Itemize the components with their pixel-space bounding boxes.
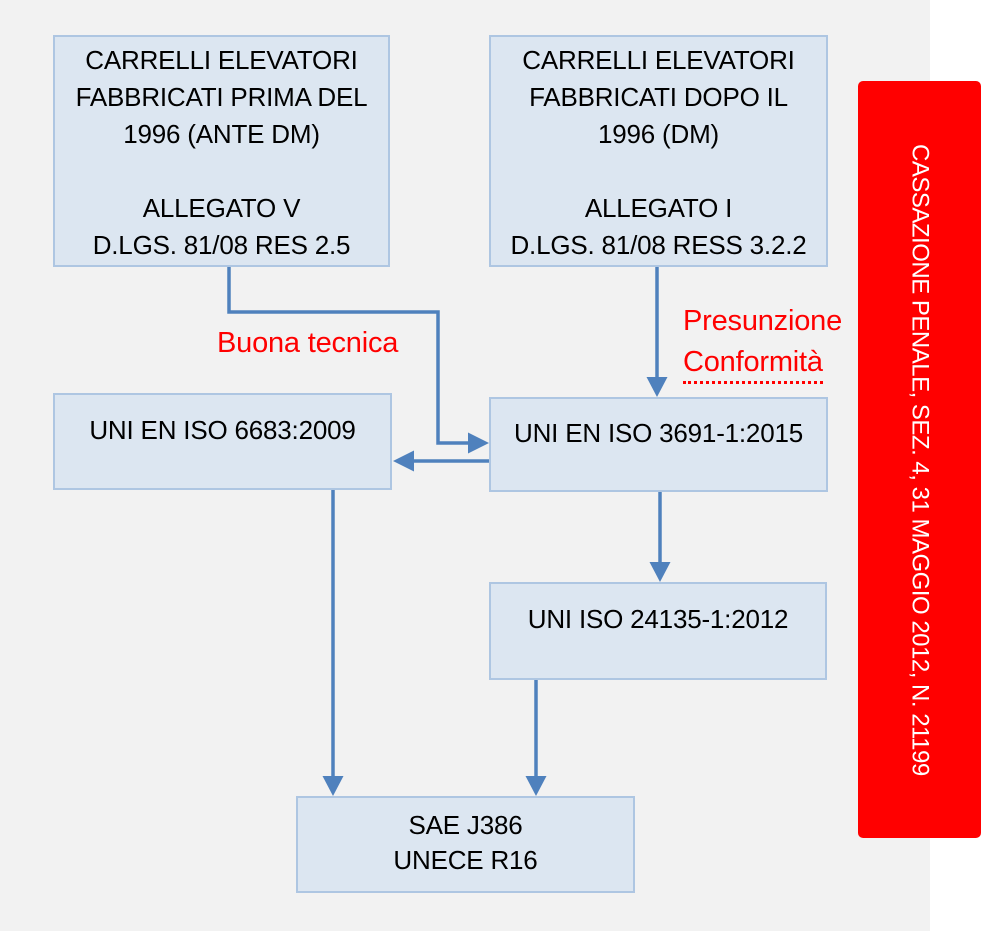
box-line: FABBRICATI PRIMA DEL [75, 82, 368, 112]
box-line: 1996 (ANTE DM) [123, 119, 320, 149]
box-line: UNI EN ISO 6683:2009 [89, 415, 356, 445]
arrowhead-left-into-6683 [393, 450, 414, 472]
box-line: UNI ISO 24135-1:2012 [527, 604, 789, 634]
sidebar-text: CASSAZIONE PENALE, SEZ. 4, 31 MAGGIO 201… [906, 143, 934, 776]
box-line: CARRELLI ELEVATORI [85, 45, 358, 75]
arrowhead-down-into-24135 [649, 562, 671, 582]
box-line: D.LGS. 81/08 RES 2.5 [92, 230, 351, 260]
edge-label-presunzione: Presunzione [683, 305, 843, 337]
box-line: UNECE R16 [393, 845, 538, 875]
arrowhead-right-into-3691 [468, 432, 489, 454]
edge-label-buona-tecnica: Buona tecnica [217, 327, 399, 359]
box-line: ALLEGATO I [584, 193, 733, 223]
box-line: FABBRICATI DOPO IL [529, 82, 788, 112]
arrowhead-down-into-sae-right [525, 776, 547, 796]
box-line: UNI EN ISO 3691-1:2015 [514, 418, 803, 448]
box-uni-iso-24135: UNI ISO 24135-1:2012 [489, 582, 827, 680]
sidebar-cassazione-penale: CASSAZIONE PENALE, SEZ. 4, 31 MAGGIO 201… [858, 81, 981, 838]
box-uni-en-iso-3691: UNI EN ISO 3691-1:2015 [489, 397, 828, 492]
box-line: SAE J386 [408, 810, 523, 840]
arrowhead-down-into-sae-left [322, 776, 344, 796]
edge-label-presunzione-conformita: Presunzione Conformità [683, 301, 843, 384]
box-line: D.LGS. 81/08 RESS 3.2.2 [510, 230, 807, 260]
box-line: CARRELLI ELEVATORI [522, 45, 795, 75]
arrowhead-down-into-3691 [646, 377, 668, 397]
box-line-blank [55, 153, 388, 190]
box-sae-unece: SAE J386 UNECE R16 [296, 796, 635, 893]
box-carrelli-post-dm: CARRELLI ELEVATORI FABBRICATI DOPO IL 19… [489, 35, 828, 267]
box-line: 1996 (DM) [597, 119, 719, 149]
box-line-blank [491, 153, 826, 190]
edge-label-conformita: Conformità [683, 346, 823, 384]
box-carrelli-ante-dm: CARRELLI ELEVATORI FABBRICATI PRIMA DEL … [53, 35, 390, 267]
box-uni-en-iso-6683: UNI EN ISO 6683:2009 [53, 393, 392, 490]
box-line: ALLEGATO V [142, 193, 301, 223]
